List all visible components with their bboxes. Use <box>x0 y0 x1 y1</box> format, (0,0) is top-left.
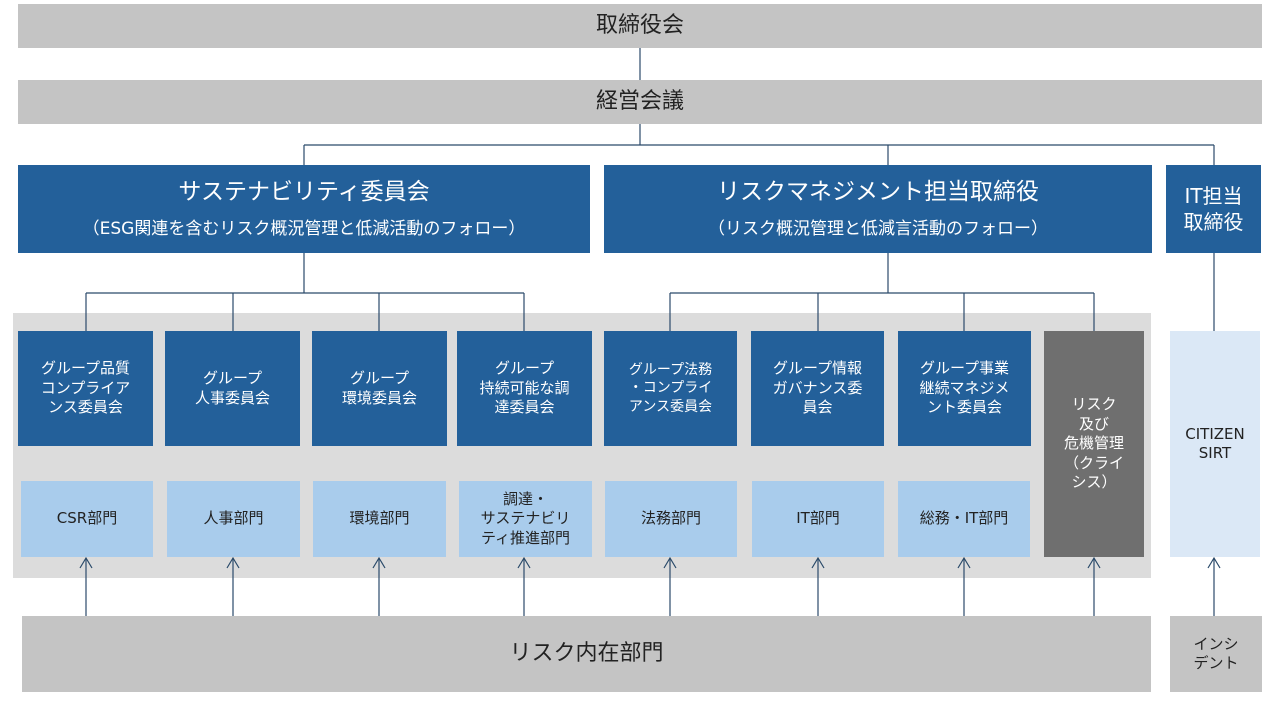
committee-hr: グループ 人事委員会 <box>165 331 300 446</box>
department-csr: CSR部門 <box>21 481 153 557</box>
risk-management-director-subtitle: （リスク概況管理と低減言活動のフォロー） <box>708 218 1048 239</box>
department-it: IT部門 <box>752 481 884 557</box>
department-hr: 人事部門 <box>167 481 300 557</box>
department-legal: 法務部門 <box>605 481 737 557</box>
board-of-directors: 取締役会 <box>18 4 1262 48</box>
sustainability-committee: サステナビリティ委員会 （ESG関連を含むリスク概況管理と低減活動のフォロー） <box>18 165 590 253</box>
sustainability-committee-title: サステナビリティ委員会 <box>178 179 430 205</box>
committee-environment: グループ 環境委員会 <box>312 331 447 446</box>
citizen-sirt: CITIZEN SIRT <box>1170 331 1260 557</box>
committee-quality-compliance: グループ品質 コンプライア ンス委員会 <box>18 331 153 446</box>
sustainability-committee-subtitle: （ESG関連を含むリスク概況管理と低減活動のフォロー） <box>82 218 526 239</box>
risk-departments: リスク内在部門 <box>22 616 1151 692</box>
committee-legal-compliance: グループ法務 ・コンプライ アンス委員会 <box>604 331 737 446</box>
committee-sustainable-procurement: グループ 持続可能な調 達委員会 <box>457 331 592 446</box>
executive-meeting: 経営会議 <box>18 80 1262 124</box>
department-procurement-sustainability: 調達・ サステナビリ ティ推進部門 <box>459 481 592 557</box>
committee-info-governance: グループ情報 ガバナンス委 員会 <box>751 331 884 446</box>
risk-management-director: リスクマネジメント担当取締役 （リスク概況管理と低減言活動のフォロー） <box>604 165 1152 253</box>
it-director: IT担当 取締役 <box>1166 165 1261 253</box>
committee-business-continuity: グループ事業 継続マネジメ ント委員会 <box>898 331 1031 446</box>
incident: インシ デント <box>1170 616 1262 692</box>
department-environment: 環境部門 <box>313 481 446 557</box>
department-general-affairs-it: 総務・IT部門 <box>898 481 1030 557</box>
risk-crisis-management: リスク 及び 危機管理 （クライ シス） <box>1044 331 1144 557</box>
risk-management-director-title: リスクマネジメント担当取締役 <box>717 179 1039 205</box>
